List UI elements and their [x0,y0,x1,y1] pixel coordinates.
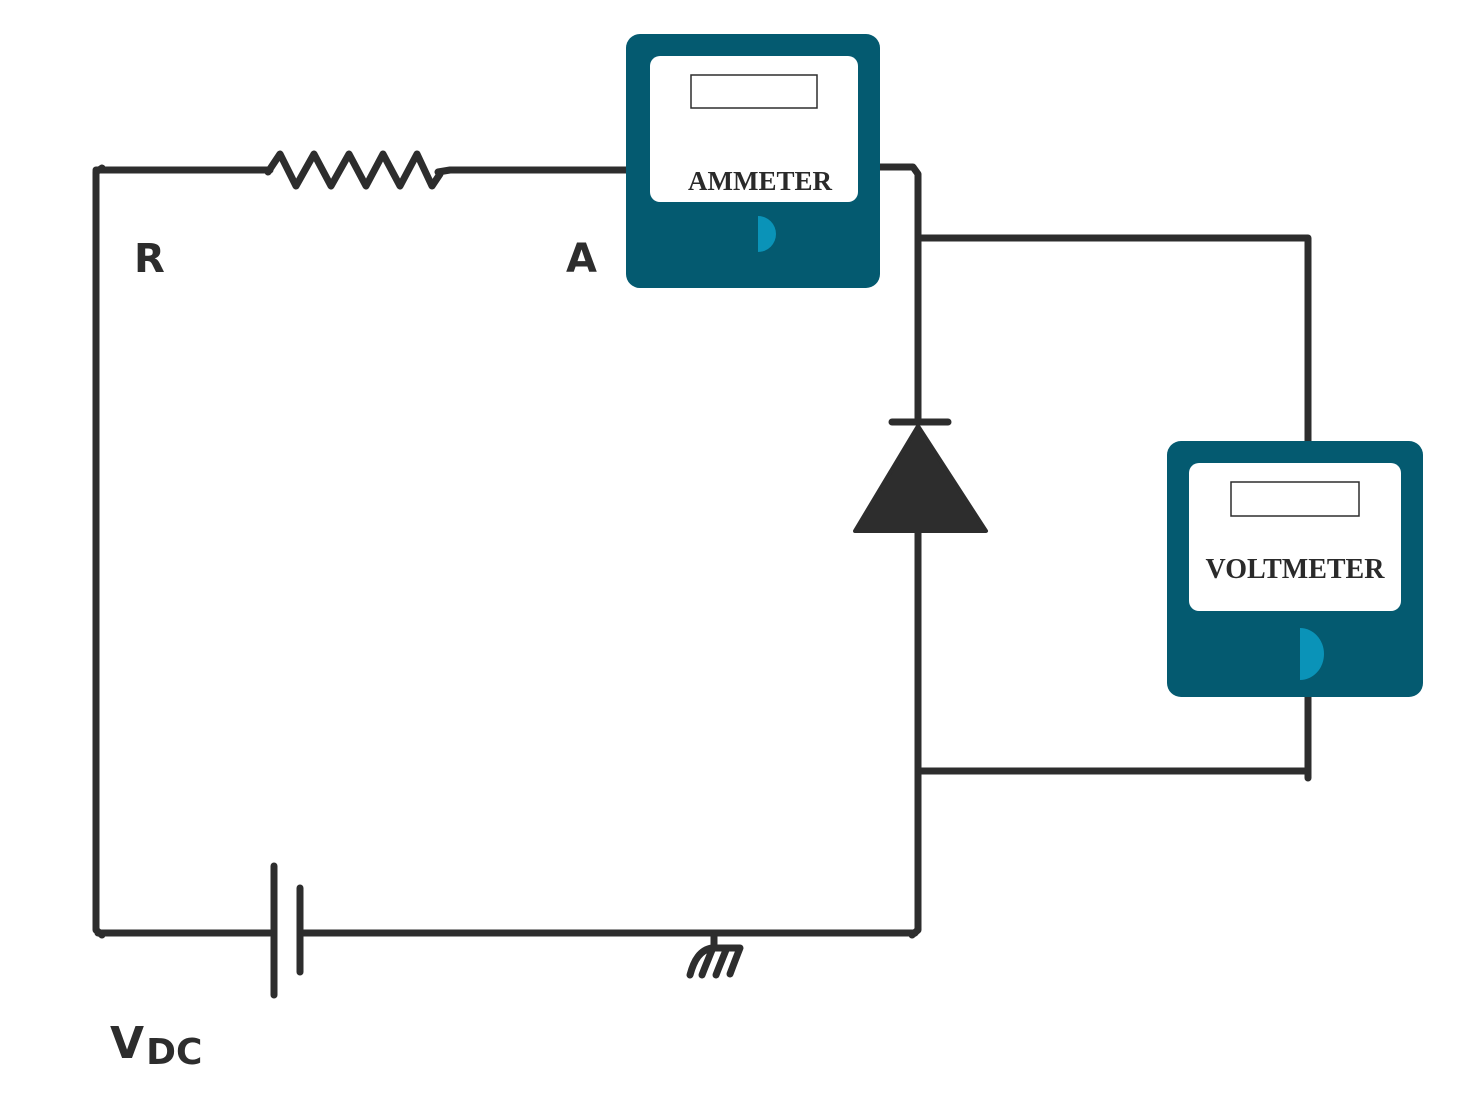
battery-icon [270,862,304,999]
voltmeter-top-wire [916,234,1312,449]
meter-knob-icon [758,216,776,252]
ammeter-node-label: A [566,236,597,282]
left-wire [92,164,106,939]
source-label: VDC [110,1018,202,1073]
ammeter-label: AMMETER [688,166,832,196]
ammeter-to-diode-wire [874,163,922,426]
ammeter: AMMETER [626,34,880,288]
voltmeter: VOLTMETER [1167,441,1423,697]
source-label-main: V [110,1018,144,1069]
voltmeter-label: VOLTMETER [1206,554,1386,585]
diode-to-bottom-wire [908,526,922,939]
ground-icon [686,932,744,979]
diode-icon [853,418,988,533]
source-label-sub: DC [146,1032,202,1073]
resistor-icon [264,150,444,190]
resistor-label: R [134,236,165,282]
ammeter-display [690,74,818,109]
resistor-to-ammeter-wire [434,166,632,176]
voltmeter-bottom-wire [916,686,1312,782]
meter-knob-icon [1300,628,1324,680]
voltmeter-display [1230,481,1360,517]
